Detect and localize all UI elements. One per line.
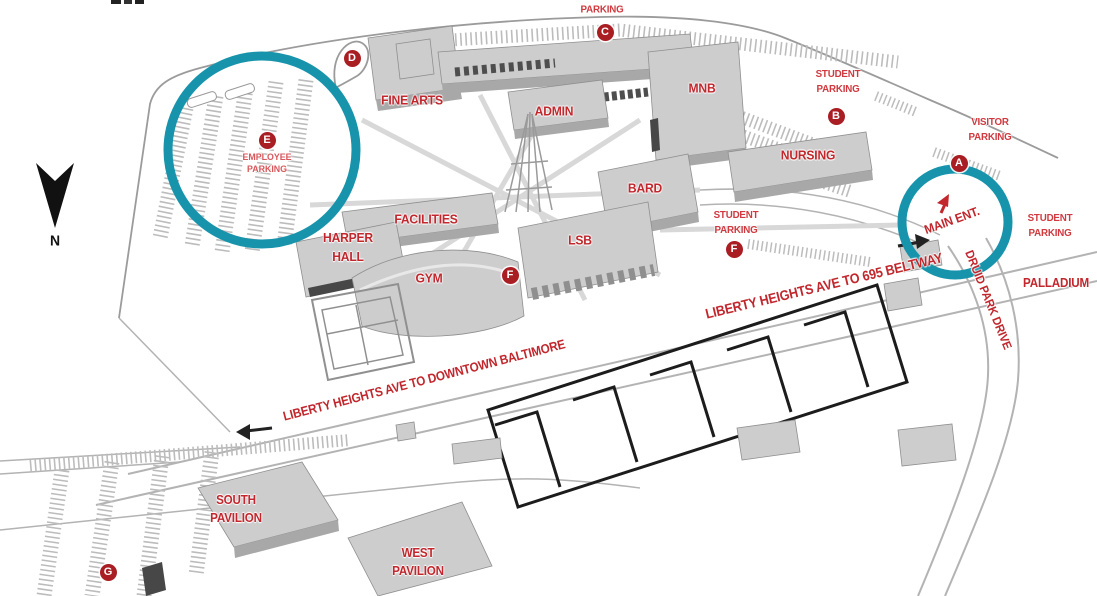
tower-structure xyxy=(504,111,553,213)
parking-marker-g: G xyxy=(99,563,117,581)
parking-label-b: STUDENT PARKING xyxy=(816,67,861,97)
cropped-text-fragment xyxy=(111,0,144,4)
campus-boundary xyxy=(118,15,1059,433)
tennis-courts xyxy=(310,282,416,382)
building-label-west-pavilion: WEST PAVILION xyxy=(392,544,444,580)
parking-label-e-line1: EMPLOYEE xyxy=(242,152,292,163)
building-label-mnb: MNB xyxy=(688,80,716,96)
parking-label-b-line2: PARKING xyxy=(816,83,860,95)
parking-marker-a: A xyxy=(950,154,968,172)
parking-label-f-line2: PARKING xyxy=(714,224,758,236)
building-label-nursing: NURSING xyxy=(780,147,836,163)
parking-label-e: EMPLOYEE PARKING xyxy=(242,152,291,176)
north-arrow xyxy=(36,163,74,228)
parking-structure xyxy=(486,283,909,509)
building-label-palladium: PALLADIUM xyxy=(1023,276,1089,290)
parking-marker-d: D xyxy=(343,49,361,67)
parking-marker-b: B xyxy=(827,107,845,125)
building-west-pavilion-shape xyxy=(347,501,493,596)
parking-marker-c: C xyxy=(596,23,614,41)
building-label-harper-hall-line2: HALL xyxy=(332,249,364,264)
building-label-bard: BARD xyxy=(627,180,663,196)
building-label-west-pavilion-line2: PAVILION xyxy=(392,564,444,578)
parking-label-east: STUDENT PARKING xyxy=(1028,211,1073,241)
building-mnb-shape xyxy=(647,41,747,170)
west-arrow xyxy=(236,424,273,440)
parking-label-f: STUDENT PARKING xyxy=(714,208,759,238)
compass-label: N xyxy=(50,232,60,250)
building-nursing-shape xyxy=(727,131,873,202)
parking-label-a-line2: PARKING xyxy=(968,131,1012,143)
parking-label-f-line1: STUDENT xyxy=(713,209,759,221)
parking-label-e-line2: PARKING xyxy=(246,164,288,175)
building-fine-arts-shape xyxy=(367,25,462,111)
building-label-facilities: FACILITIES xyxy=(394,211,458,227)
building-label-south-pavilion: SOUTH PAVILION xyxy=(210,491,262,527)
building-lsb-shape xyxy=(517,201,659,300)
building-label-harper-hall: HARPER HALL xyxy=(323,228,373,266)
building-label-south-pavilion-line1: SOUTH xyxy=(216,493,256,507)
parking-marker-f-student: F xyxy=(725,240,743,258)
parking-label-a: VISITOR PARKING xyxy=(968,115,1011,145)
building-label-west-pavilion-line1: WEST xyxy=(401,546,435,560)
buildings-shapes xyxy=(142,25,957,596)
small-structures xyxy=(142,239,957,596)
parking-label-b-line1: STUDENT xyxy=(815,68,861,80)
parking-label-a-line1: VISITOR xyxy=(971,116,1009,128)
building-label-fine-arts: FINE ARTS xyxy=(381,92,443,108)
building-south-pavilion-shape xyxy=(197,461,339,558)
parking-label-east-line2: PARKING xyxy=(1028,227,1072,239)
building-label-harper-hall-line1: HARPER xyxy=(323,230,373,245)
parking-marker-f-gym: F xyxy=(501,266,519,284)
building-label-admin: ADMIN xyxy=(534,103,574,119)
building-label-lsb: LSB xyxy=(568,232,592,248)
parking-marker-e: E xyxy=(258,131,276,149)
parking-label-c: PARKING xyxy=(580,3,624,16)
highlight-circle-employee-parking xyxy=(163,51,361,249)
parking-label-east-line1: STUDENT xyxy=(1027,212,1073,224)
building-label-south-pavilion-line2: PAVILION xyxy=(210,511,262,525)
entrance-red-arrow xyxy=(937,194,949,214)
building-label-gym: GYM xyxy=(415,270,443,286)
